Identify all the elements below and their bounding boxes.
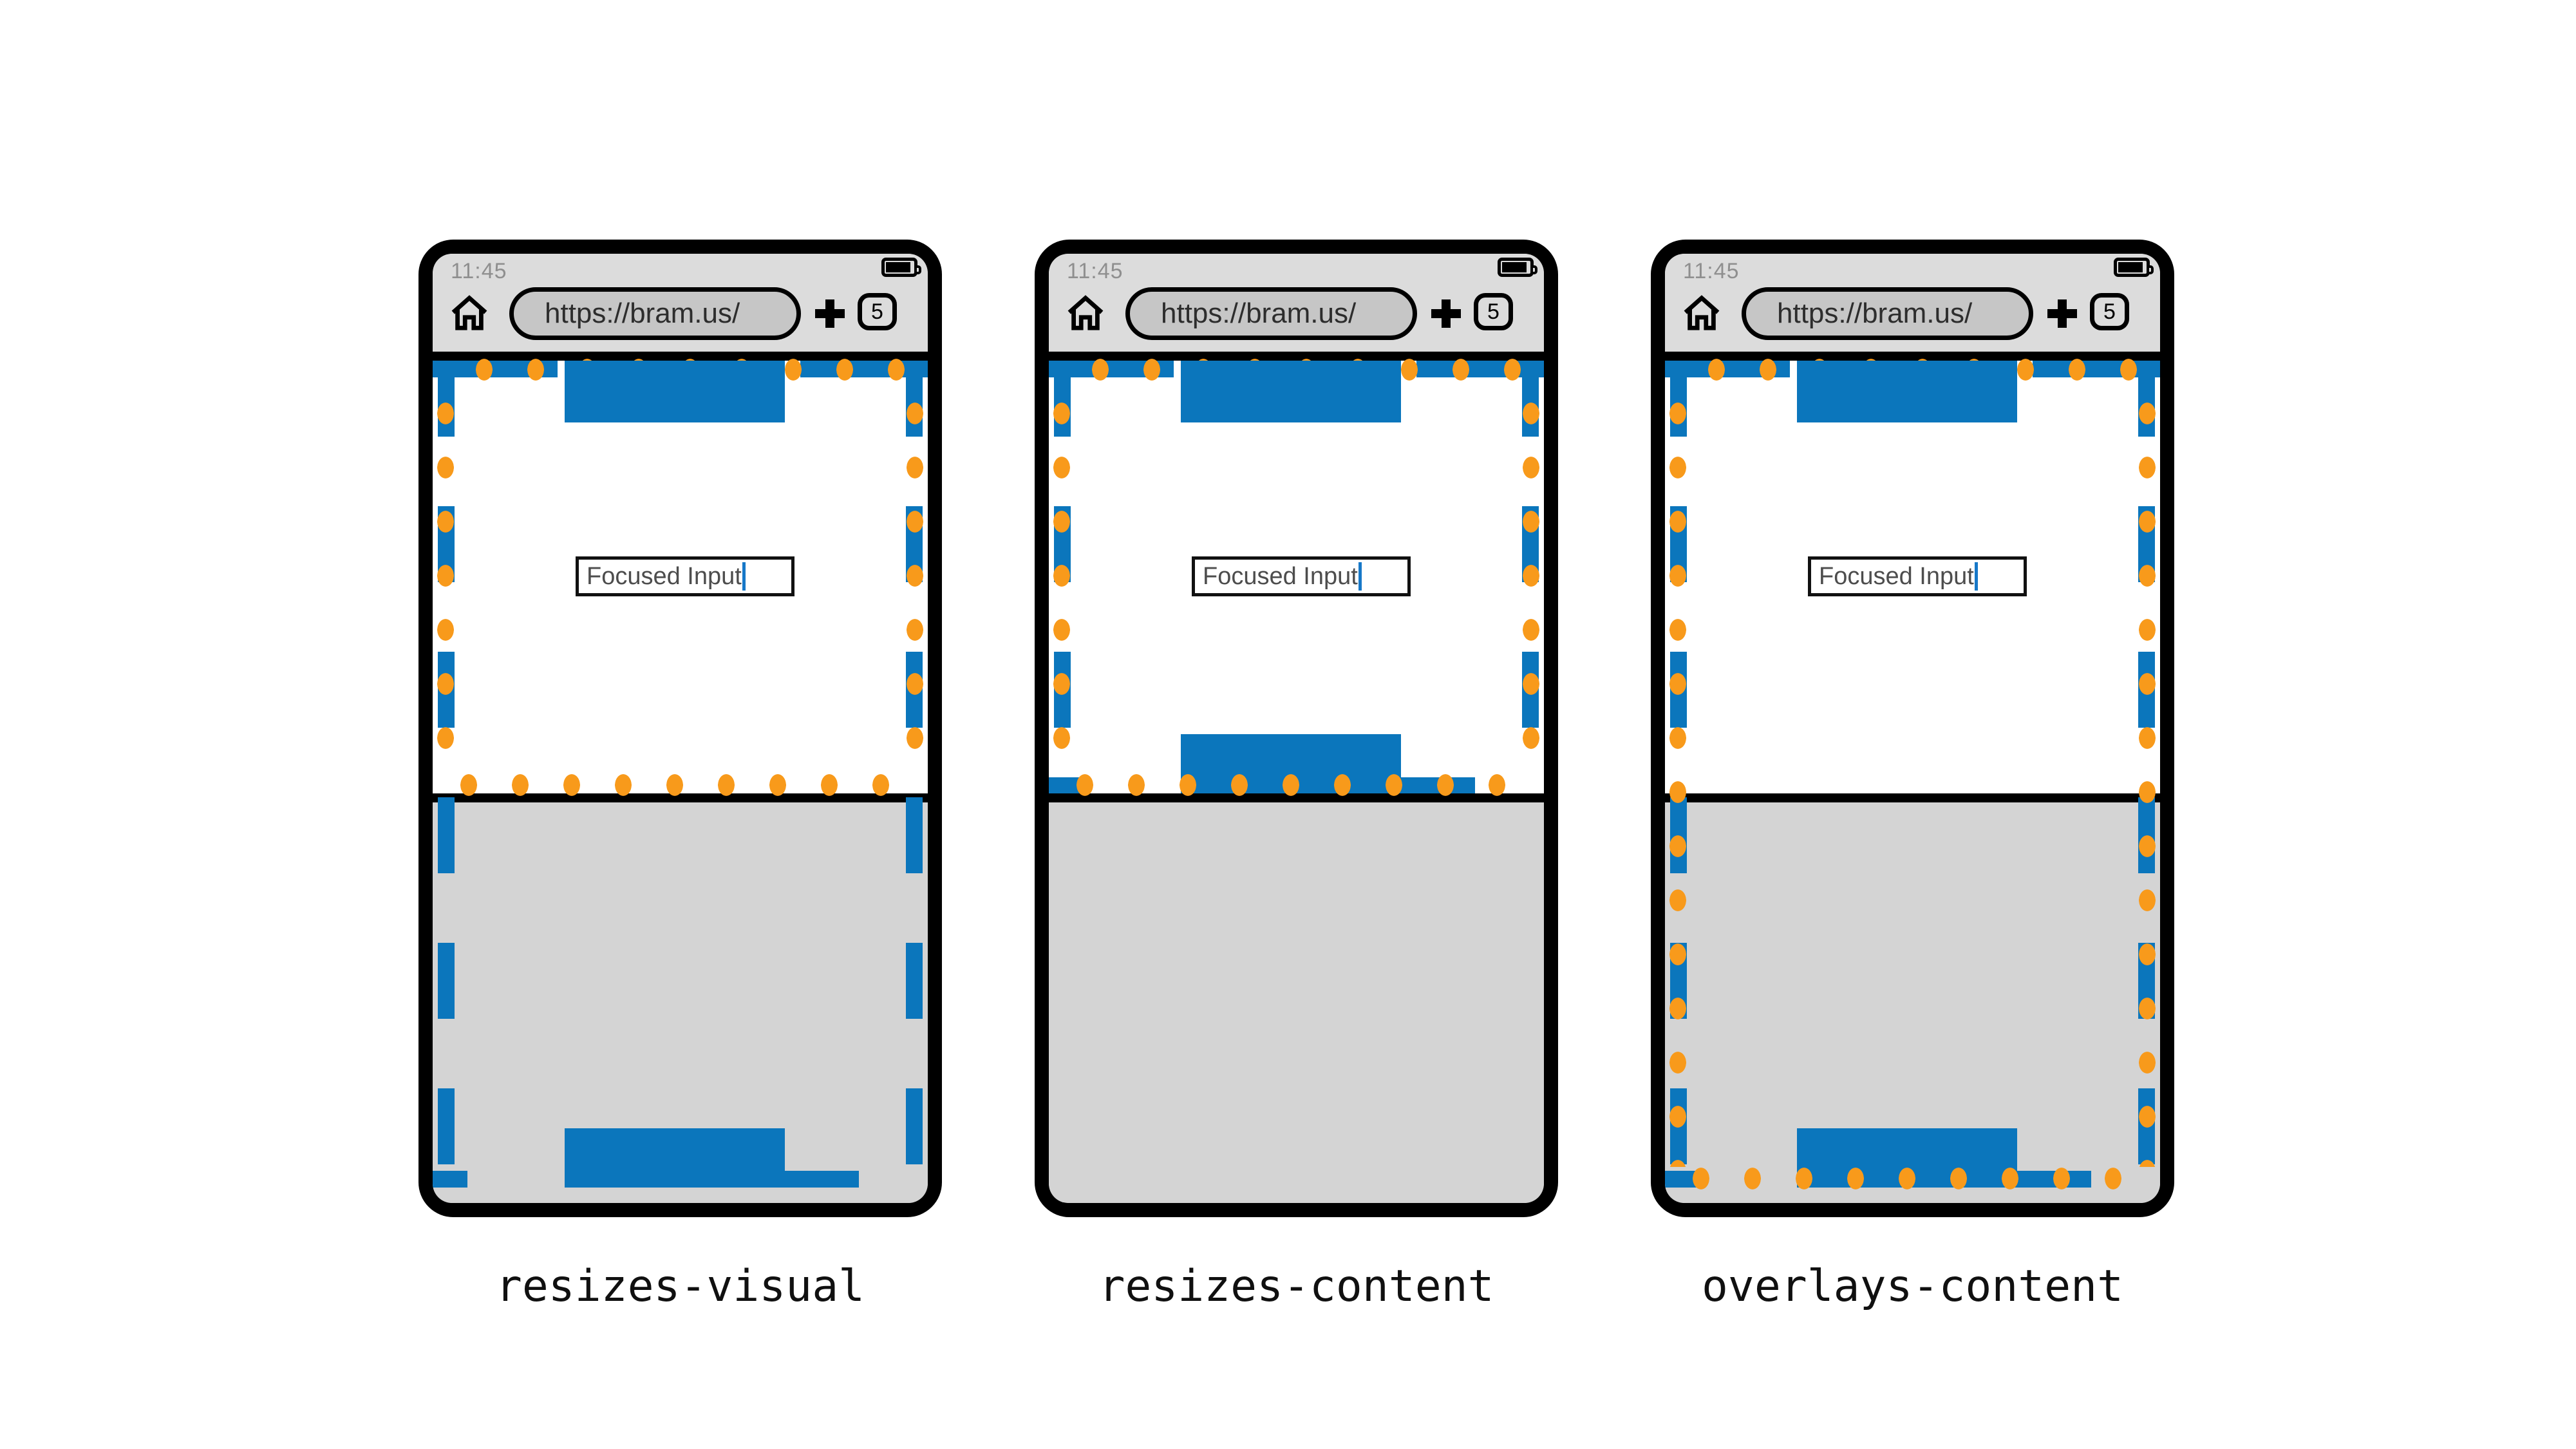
url-bar[interactable]: https://bram.us/ — [509, 287, 801, 340]
keyboard-top-edge — [1665, 793, 2160, 802]
phone-mockup-overlays-content: 11:45 https://bram.us/ 5 — [1651, 240, 2174, 1217]
plus-icon[interactable] — [2047, 299, 2077, 328]
input-value: Focused Input — [1819, 562, 1974, 590]
tab-counter[interactable]: 5 — [858, 293, 897, 330]
tab-counter[interactable]: 5 — [2090, 293, 2129, 330]
home-icon[interactable] — [449, 294, 489, 332]
url-text: https://bram.us/ — [1777, 298, 1973, 329]
phone-mockup-resizes-visual: 11:45 https://bram.us/ 5 — [418, 240, 942, 1217]
battery-icon — [881, 258, 921, 277]
caption-overlays-content: overlays-content — [1701, 1261, 2124, 1312]
visual-viewport-dots-left — [437, 386, 454, 765]
focused-input[interactable]: Focused Input — [1808, 556, 2027, 596]
visual-viewport-dots-bottom — [1675, 1168, 2152, 1189]
visual-viewport-dots-bottom — [443, 774, 919, 796]
tab-count: 5 — [1487, 299, 1500, 324]
phone-mockup-resizes-content: 11:45 https://bram.us/ 5 — [1035, 240, 1558, 1217]
layout-viewport-border-bottom — [433, 1171, 467, 1188]
browser-chrome: 11:45 https://bram.us/ 5 — [1665, 254, 2160, 352]
page-header-block — [1181, 361, 1401, 422]
tab-count: 5 — [2103, 299, 2116, 324]
tab-count: 5 — [871, 299, 883, 324]
browser-chrome: 11:45 https://bram.us/ 5 — [433, 254, 928, 352]
home-icon[interactable] — [1682, 294, 1722, 332]
chrome-divider — [433, 352, 928, 361]
plus-icon[interactable] — [815, 299, 845, 328]
tab-counter[interactable]: 5 — [1474, 293, 1513, 330]
virtual-keyboard-area — [1049, 802, 1544, 1203]
battery-icon — [1498, 258, 1537, 277]
visual-viewport-dots-right — [907, 386, 923, 765]
url-text: https://bram.us/ — [545, 298, 740, 329]
browser-chrome: 11:45 https://bram.us/ 5 — [1049, 254, 1544, 352]
url-text: https://bram.us/ — [1161, 298, 1357, 329]
url-bar[interactable]: https://bram.us/ — [1742, 287, 2033, 340]
focused-input[interactable]: Focused Input — [1192, 556, 1411, 596]
visual-viewport-dots-left — [1053, 386, 1070, 765]
url-bar[interactable]: https://bram.us/ — [1125, 287, 1417, 340]
caption-resizes-visual: resizes-visual — [495, 1261, 865, 1312]
input-value: Focused Input — [1203, 562, 1358, 590]
page-header-block — [1797, 361, 2017, 422]
phone-screen: 11:45 https://bram.us/ 5 — [1049, 254, 1544, 1203]
phone-screen: 11:45 https://bram.us/ 5 — [433, 254, 928, 1203]
focused-input[interactable]: Focused Input — [576, 556, 794, 596]
page-footer-block — [565, 1128, 785, 1188]
home-icon[interactable] — [1066, 294, 1105, 332]
status-time: 11:45 — [451, 259, 507, 283]
plus-icon[interactable] — [1431, 299, 1461, 328]
chrome-divider — [1049, 352, 1544, 361]
status-time: 11:45 — [1683, 259, 1740, 283]
visual-viewport-dots-left — [1669, 386, 1686, 1167]
battery-icon — [2114, 258, 2154, 277]
text-caret — [742, 562, 746, 591]
phone-screen: 11:45 https://bram.us/ 5 — [1665, 254, 2160, 1203]
status-time: 11:45 — [1067, 259, 1123, 283]
chrome-divider — [1665, 352, 2160, 361]
text-caret — [1358, 562, 1362, 591]
text-caret — [1974, 562, 1978, 591]
page-header-block — [565, 361, 785, 422]
visual-viewport-dots-right — [1523, 386, 1539, 765]
input-value: Focused Input — [587, 562, 742, 590]
caption-resizes-content: resizes-content — [1098, 1261, 1494, 1312]
visual-viewport-dots-right — [2139, 386, 2156, 1167]
visual-viewport-dots-bottom — [1059, 774, 1536, 796]
layout-viewport-border-bottom — [785, 1171, 859, 1188]
